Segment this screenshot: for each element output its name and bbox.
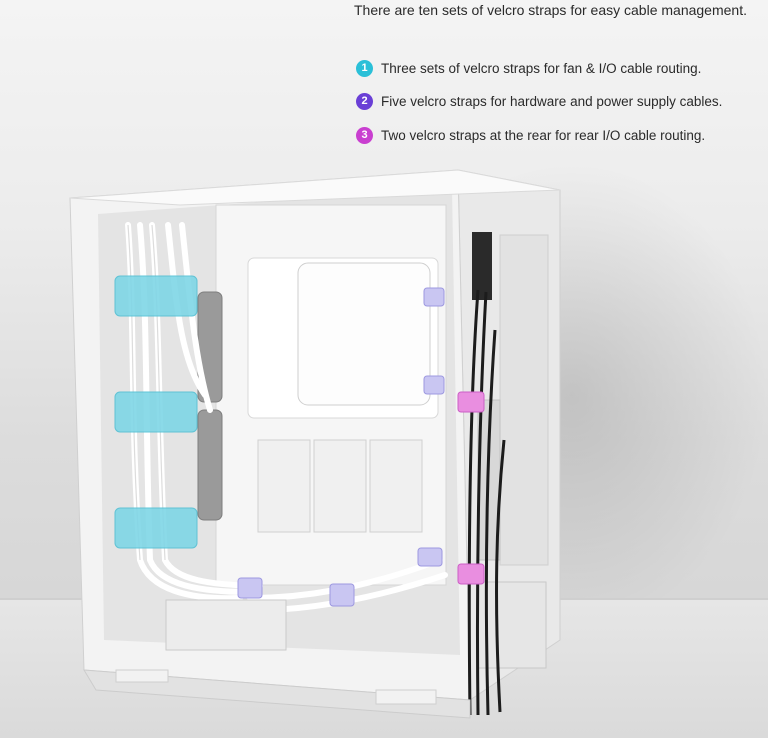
feature-text-1: Three sets of velcro straps for fan & I/… [381,60,702,76]
rear-io-cables [467,289,506,716]
feature-item-3: 3 Two velcro straps at the rear for rear… [356,125,705,145]
motherboard-tray [215,204,447,586]
number-badge-1: 1 [356,59,373,77]
rear-io-panel [472,232,549,669]
number-badge-3: 3 [356,126,373,144]
feature-text-2: Five velcro straps for hardware and powe… [381,93,723,109]
pink-velcro-straps [457,391,485,585]
feature-item-1: 1 Three sets of velcro straps for fan & … [356,58,701,78]
cyan-velcro-straps [114,275,198,549]
feature-item-2: 2 Five velcro straps for hardware and po… [356,91,722,111]
psu-shroud [83,599,471,719]
feature-text-3: Two velcro straps at the rear for rear I… [381,127,706,143]
lilac-velcro-straps [237,287,445,607]
number-badge-2: 2 [356,92,373,110]
headline: There are ten sets of velcro straps for … [354,2,747,18]
